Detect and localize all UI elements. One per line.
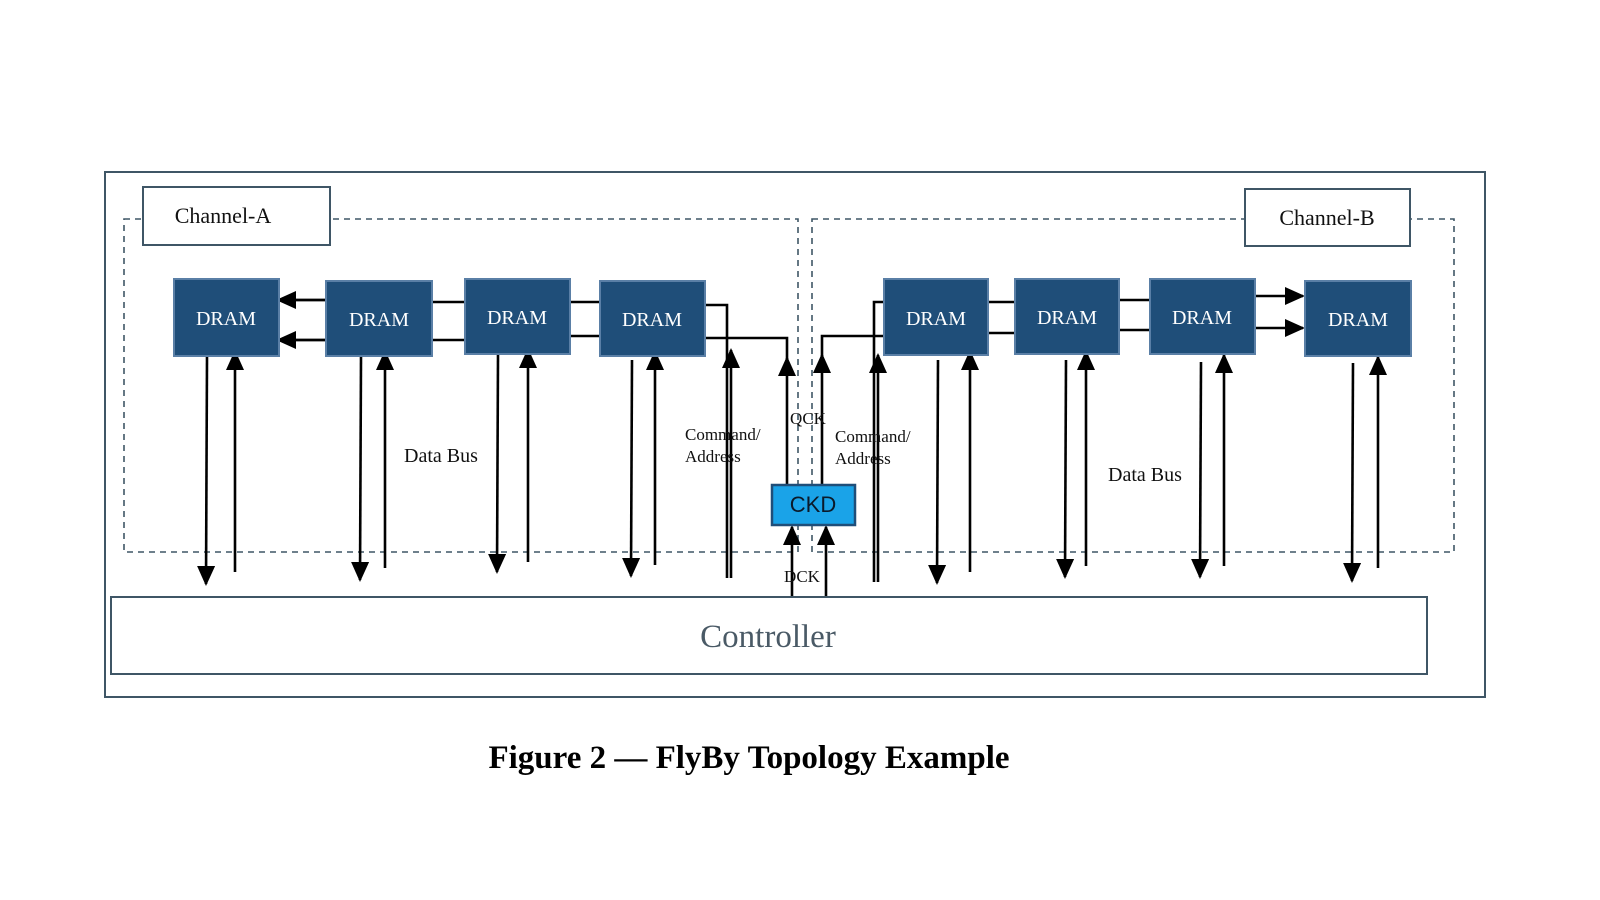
dram-b-3: DRAM bbox=[1149, 278, 1256, 355]
dram-b-1: DRAM bbox=[883, 278, 989, 356]
dram-a-4: DRAM bbox=[599, 280, 706, 357]
svg-text:DRAM: DRAM bbox=[1172, 307, 1232, 329]
cmd-addr-left-line1: Command/ bbox=[685, 425, 761, 444]
channel-b-label-box bbox=[1244, 188, 1411, 247]
qck-label: QCK bbox=[790, 409, 827, 428]
cmd-addr-right-line1: Command/ bbox=[835, 427, 911, 446]
data-bus-a-label: Data Bus bbox=[404, 445, 478, 467]
channel-b-label: Channel-B bbox=[1279, 205, 1374, 230]
channel-a-region bbox=[123, 218, 799, 553]
ckd-block: CKD bbox=[770, 483, 857, 527]
svg-text:DRAM: DRAM bbox=[349, 309, 409, 331]
dram-b-2: DRAM bbox=[1014, 278, 1120, 355]
cmd-addr-right-line2: Address bbox=[835, 449, 891, 468]
svg-text:DRAM: DRAM bbox=[622, 309, 682, 331]
channel-b-region bbox=[811, 218, 1455, 553]
controller-label: Controller bbox=[700, 619, 836, 655]
svg-text:DRAM: DRAM bbox=[1037, 307, 1097, 329]
figure-caption: Figure 2 — FlyBy Topology Example bbox=[488, 740, 1009, 776]
data-bus-a bbox=[197, 348, 664, 586]
data-bus-b-label: Data Bus bbox=[1108, 464, 1182, 486]
dram-a-3: DRAM bbox=[464, 278, 571, 355]
data-bus-b bbox=[928, 350, 1387, 585]
svg-text:DRAM: DRAM bbox=[196, 308, 256, 330]
outer-frame bbox=[104, 171, 1486, 698]
controller-box bbox=[110, 596, 1428, 675]
svg-text:CKD: CKD bbox=[790, 492, 836, 517]
chain-wire-b bbox=[988, 298, 1150, 335]
dram-b-4: DRAM bbox=[1304, 280, 1412, 357]
svg-text:DRAM: DRAM bbox=[1328, 309, 1388, 331]
svg-text:DRAM: DRAM bbox=[487, 307, 547, 329]
channel-a-label: Channel-A bbox=[175, 203, 272, 228]
svg-text:DRAM: DRAM bbox=[906, 308, 966, 330]
cmd-addr-left-line2: Address bbox=[685, 447, 741, 466]
dram-a-1: DRAM bbox=[173, 278, 280, 357]
dram-a-2: DRAM bbox=[325, 280, 433, 357]
dck-label: DCK bbox=[784, 567, 821, 586]
channel-a-label-box bbox=[142, 186, 331, 246]
